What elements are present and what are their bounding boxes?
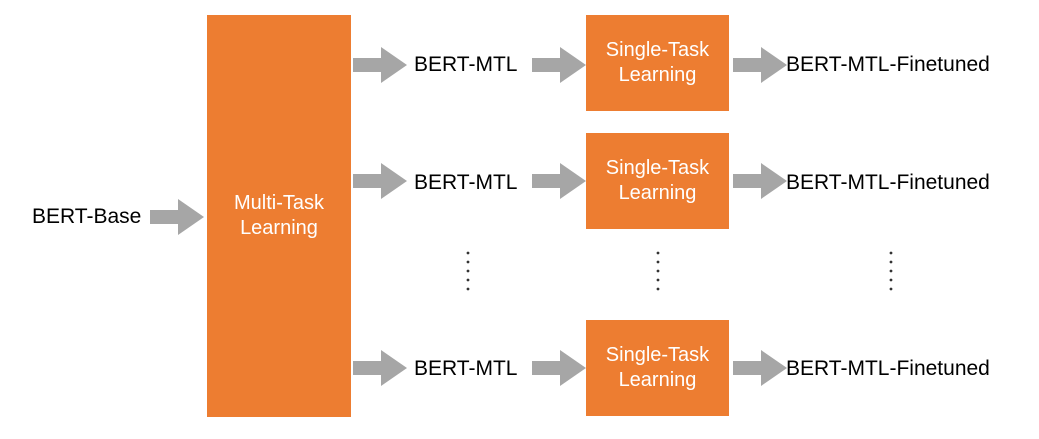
arrow-stl-to-finetuned-2 (733, 163, 787, 199)
ellipsis-dots-mid (466, 251, 470, 291)
bert-mtl-label-3: BERT-MTL (414, 357, 518, 380)
arrow-mtl-to-bert-mtl-1 (353, 47, 407, 83)
arrow-mtl-to-bert-mtl-2 (353, 163, 407, 199)
multi-task-learning-label: Multi-Task Learning (233, 192, 324, 239)
single-task-learning-label-3: Single-Task Learning (605, 344, 710, 391)
input-label: BERT-Base (32, 205, 142, 228)
arrow-input-to-mtl (150, 199, 204, 235)
ellipsis-dots-stl (656, 251, 660, 291)
arrow-bert-mtl-to-stl-1 (532, 47, 586, 83)
arrow-stl-to-finetuned-3 (733, 350, 787, 386)
single-task-learning-box-1: Single-Task Learning (586, 15, 729, 111)
single-task-learning-label-1: Single-Task Learning (605, 39, 710, 86)
arrow-mtl-to-bert-mtl-3 (353, 350, 407, 386)
bert-mtl-label-1: BERT-MTL (414, 53, 518, 76)
bert-mtl-finetuned-label-1: BERT-MTL-Finetuned (786, 53, 990, 76)
multi-task-learning-box: Multi-Task Learning (207, 15, 351, 417)
bert-mtl-finetuned-label-2: BERT-MTL-Finetuned (786, 171, 990, 194)
single-task-learning-box-2: Single-Task Learning (586, 133, 729, 229)
bert-mtl-label-2: BERT-MTL (414, 171, 518, 194)
ellipsis-dots-out (889, 251, 893, 291)
single-task-learning-label-2: Single-Task Learning (605, 157, 710, 204)
bert-mtl-finetuned-label-3: BERT-MTL-Finetuned (786, 357, 990, 380)
arrow-bert-mtl-to-stl-3 (532, 350, 586, 386)
single-task-learning-box-3: Single-Task Learning (586, 320, 729, 416)
arrow-bert-mtl-to-stl-2 (532, 163, 586, 199)
arrow-stl-to-finetuned-1 (733, 47, 787, 83)
